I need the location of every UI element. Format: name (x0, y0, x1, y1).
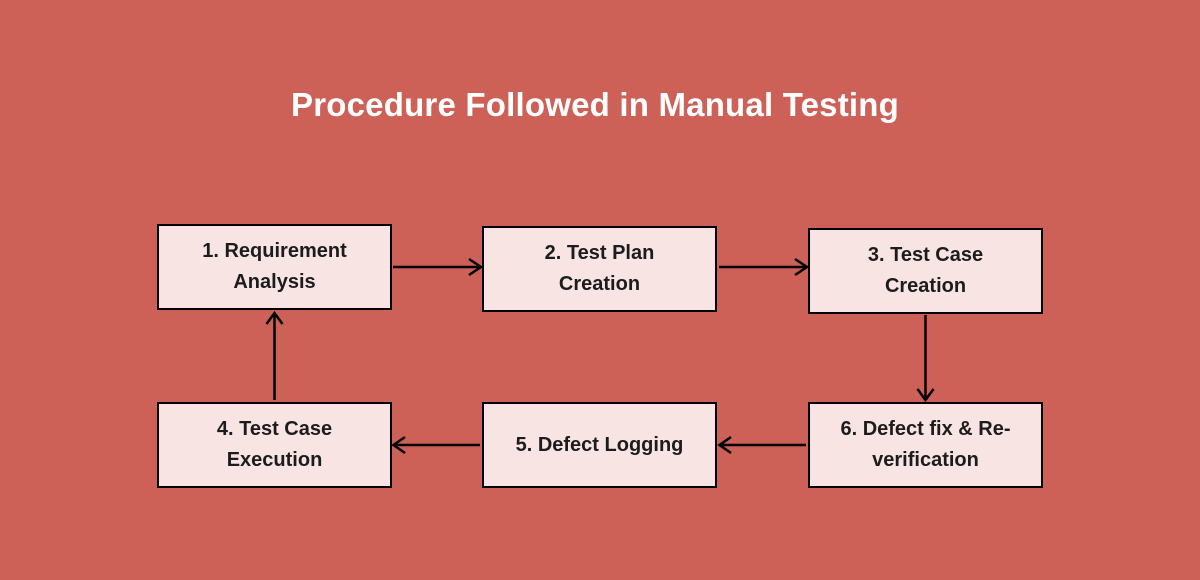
step-label: 5. Defect Logging (515, 433, 684, 456)
step-box-defect-logging: 5. Defect Logging (482, 402, 717, 488)
step-label: 3. Test Case Creation (867, 244, 984, 297)
arrow-4-to-1 (265, 310, 284, 400)
step-box-requirement-analysis: 1. Requirement Analysis (157, 224, 392, 310)
step-box-test-plan-creation: 2. Test Plan Creation (482, 226, 717, 312)
arrow-5-to-4 (391, 435, 480, 455)
step-label: 4. Test Case Execution (216, 418, 333, 471)
arrow-3-to-6 (916, 315, 935, 403)
step-label: 1. Requirement Analysis (202, 240, 347, 293)
arrow-2-to-3 (719, 257, 810, 277)
step-label: 6. Defect fix & Re- verification (840, 418, 1011, 471)
step-box-defect-fix-reverification: 6. Defect fix & Re- verification (808, 402, 1043, 488)
step-label: 2. Test Plan Creation (544, 242, 655, 295)
step-box-test-case-execution: 4. Test Case Execution (157, 402, 392, 488)
arrow-1-to-2 (393, 257, 484, 277)
arrow-6-to-5 (717, 435, 806, 455)
page-title: Procedure Followed in Manual Testing (291, 86, 899, 123)
step-box-test-case-creation: 3. Test Case Creation (808, 228, 1043, 314)
